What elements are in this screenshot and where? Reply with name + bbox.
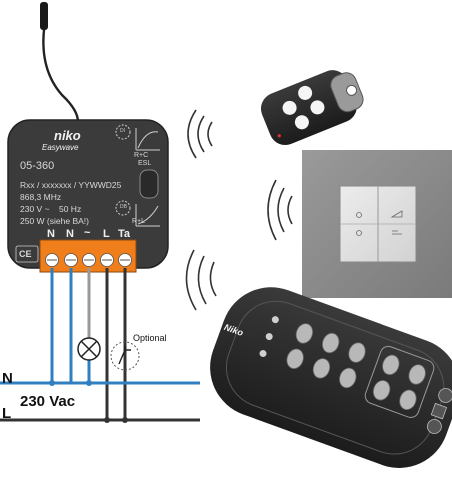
module-brand: niko	[54, 128, 81, 143]
remote-button-2a[interactable]	[320, 331, 342, 355]
remote-button-4a[interactable]	[380, 353, 402, 377]
remote-button-5a[interactable]	[406, 362, 428, 386]
terminal-label-l: L	[103, 228, 110, 240]
fob-button-2[interactable]	[296, 84, 314, 102]
voltage-label: 230 Vac	[20, 393, 76, 410]
wave-icon-1	[187, 109, 213, 159]
icon-top-label: DI	[120, 128, 125, 134]
remote-button-5b[interactable]	[397, 388, 419, 412]
remote-button-3a[interactable]	[346, 340, 368, 364]
button-top-label: R+C	[134, 152, 149, 159]
button-top-label-2: ESL	[138, 160, 152, 167]
switch-mode-icon[interactable]	[356, 230, 362, 236]
key-fob-remote	[260, 70, 364, 146]
remote-button-3b[interactable]	[337, 366, 359, 390]
live-label: L	[2, 405, 12, 422]
fob-button-3[interactable]	[293, 113, 311, 131]
spec-line-2: 868,3 MHz	[20, 192, 62, 202]
trailing-edge-icon	[135, 128, 160, 151]
handheld-remote	[210, 287, 452, 468]
switch-onoff-icon[interactable]	[356, 212, 362, 218]
wave-icon-3	[185, 249, 217, 311]
antenna	[40, 2, 80, 123]
module-model: 05-360	[20, 160, 55, 172]
terminal-label-n2: N	[66, 228, 74, 240]
program-button[interactable]	[139, 169, 159, 199]
neutral-label: N	[2, 370, 13, 387]
remote-button-4b[interactable]	[371, 378, 393, 402]
ce-mark	[15, 245, 39, 263]
wall-switch	[302, 150, 452, 298]
wires	[0, 268, 200, 423]
remote-nav-down[interactable]	[425, 418, 443, 436]
remote-button-2b[interactable]	[311, 356, 333, 380]
remote-nav-stop[interactable]	[430, 402, 448, 420]
remote-button-1b[interactable]	[284, 347, 306, 371]
spec-line-3: 230 V ~ 50 Hz	[20, 204, 82, 214]
fob-button-1[interactable]	[280, 99, 298, 117]
terminal-label-ta: Ta	[118, 228, 131, 240]
sun-dial-icon-2	[115, 200, 131, 216]
remote-nav-up[interactable]	[437, 387, 452, 405]
button-bottom-label: R+L	[132, 218, 146, 225]
spec-line-1: Rxx / xxxxxxx / YYWWD25	[20, 180, 122, 190]
ce-label: CE	[19, 249, 32, 259]
terminal-label-load: ~	[84, 227, 91, 239]
wave-icon-2	[267, 179, 293, 241]
spec-line-4: 250 W (siehe BA!)	[20, 216, 89, 226]
switch-dim-down-icon[interactable]	[392, 230, 402, 235]
optional-switch-icon	[110, 341, 140, 371]
fob-button-4[interactable]	[308, 98, 326, 116]
sun-dial-icon	[115, 124, 131, 140]
terminal-block	[39, 239, 137, 273]
terminal-label-n1: N	[47, 228, 55, 240]
optional-label: Optional	[133, 333, 167, 343]
icon-bottom-label: DB	[120, 204, 127, 210]
module-subbrand: Easywave	[42, 143, 79, 152]
remote-button-1a[interactable]	[293, 321, 315, 345]
leading-edge-icon	[135, 204, 160, 227]
switch-dim-up-icon[interactable]	[390, 210, 403, 218]
